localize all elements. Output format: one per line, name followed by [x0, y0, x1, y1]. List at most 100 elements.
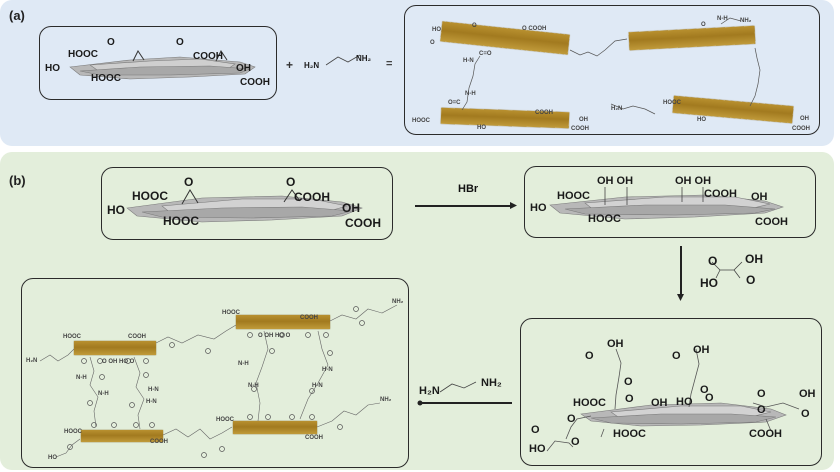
go-label-cooh-1: COOH — [193, 51, 223, 62]
product-label-nh-2: N-H — [465, 91, 476, 97]
network-hooc-bl: HOOC — [64, 429, 82, 435]
network-sheet-tl — [74, 341, 156, 355]
rgo-hooc-2: HOOC — [588, 213, 621, 225]
eda-left-amine: H₂N — [304, 61, 320, 70]
b-graphene-oxide-sheet — [126, 189, 363, 223]
ester-o-link-2: O — [705, 392, 714, 404]
b-go-epoxy-1: O — [184, 175, 194, 189]
network-hooc-tr: HOOC — [222, 310, 240, 316]
product-label-cooh-bl: COOH — [535, 110, 553, 116]
go-label-hooc-1: HOOC — [68, 49, 98, 60]
panel-b: (b) HOOC O O COOH HO OH HOOC COOH HBr — [0, 152, 834, 470]
network-nh2-tr: NH₂ — [392, 299, 404, 305]
equals-sign: = — [386, 58, 393, 70]
network-nh2-br: NH₂ — [380, 397, 392, 403]
graphene-oxide-sheet — [69, 50, 256, 80]
ester-o-mid-1: O — [624, 376, 633, 388]
arrow-hbr-head-icon — [510, 202, 517, 209]
graphene-oxide-box: HOOC O O COOH HO OH HOOC COOH — [39, 26, 277, 100]
network-nh-5: N-H — [238, 361, 249, 367]
panel-a-label: (a) — [9, 8, 25, 23]
b-go-hooc-2: HOOC — [163, 214, 199, 228]
product-label-nh-tr: N-H — [717, 16, 728, 22]
go-label-ho: HO — [45, 63, 60, 74]
rgo-oh-oh-1: OH OH — [597, 175, 634, 187]
oxalic-acid-bonds — [711, 261, 743, 279]
ester-oh-top-2: OH — [693, 344, 710, 356]
crosslink-bonds — [461, 17, 761, 115]
product-label-nh-1: H-N — [463, 58, 474, 64]
network-sheet-tr — [236, 315, 330, 329]
ester-o-link-1: O — [625, 393, 634, 405]
b-eda-right-amine: NH₂ — [481, 377, 502, 389]
product-label-co-2: O=C — [448, 100, 461, 106]
ester-o-left-1: O — [567, 413, 576, 425]
network-nh-2: H-N — [148, 387, 159, 393]
network-bonds — [39, 304, 398, 458]
ester-o-left-2: O — [531, 424, 540, 436]
arrow-hbr — [415, 205, 513, 207]
network-sheet-bl — [81, 430, 163, 442]
b-go-oh: OH — [342, 201, 360, 215]
ester-o-right-1: O — [757, 388, 766, 400]
eda-right-amine: NH₂ — [356, 54, 372, 63]
product-label-cooh-bl2: COOH — [571, 126, 589, 132]
ester-o-left-3: O — [571, 436, 580, 448]
network-nh-6: H-N — [322, 367, 333, 373]
network-oh-ho-2: O OH HO O — [258, 333, 291, 339]
b-eda-left-amine: H₂N — [419, 385, 440, 397]
oxalic-oh-1: OH — [745, 252, 763, 266]
network-nh-8: H-N — [312, 383, 323, 389]
plus-sign: + — [286, 58, 294, 72]
network-cooh-bl: COOH — [150, 439, 168, 445]
product-label-ho-br: HO — [697, 117, 706, 123]
rgo-ho: HO — [530, 202, 547, 214]
product-label-h2n: H₂N — [611, 106, 623, 112]
rgo-cooh-2: COOH — [755, 216, 788, 228]
b-eda-chain — [439, 381, 477, 393]
arrow-oxalic — [680, 246, 682, 296]
ethylenediamine-chain — [325, 54, 361, 66]
go-label-epoxy-1: O — [107, 37, 115, 48]
oxalic-ho-2: HO — [700, 276, 718, 290]
rgo-cooh-1: COOH — [704, 188, 737, 200]
product-label-ho: HO — [432, 27, 441, 33]
network-sheet-br — [233, 421, 317, 434]
product-label-hooc-br: HOOC — [663, 100, 681, 106]
arrow-eda — [420, 402, 512, 404]
reduced-graphene-oxide-sheet — [549, 187, 784, 220]
product-label-cooh-br: COOH — [792, 126, 810, 132]
network-nh-1: N-H — [76, 375, 87, 381]
ester-ho-center: HO — [676, 396, 693, 408]
product-label-co-1: C=O — [479, 51, 492, 57]
oxalic-o-1: O — [708, 254, 718, 268]
go-label-oh: OH — [236, 63, 251, 74]
network-nh-7: N-H — [248, 383, 259, 389]
arrow-eda-head-icon — [417, 400, 423, 406]
ester-o-mid-2: O — [700, 384, 709, 396]
product-label-o-1: O — [472, 23, 477, 29]
crosslinked-network-box: H₂N HOOC COOH HOOC COOH NH₂ O OH HO O O … — [21, 278, 409, 468]
crosslinked-product-box: HO O O COOH O H-N C=O N-H O=C HOOC COOH … — [404, 5, 820, 135]
ester-hooc-1: HOOC — [573, 397, 606, 409]
ester-o-right-2: O — [757, 404, 766, 416]
b-go-epoxy-2: O — [286, 175, 296, 189]
go-label-hooc-2: HOOC — [91, 73, 121, 84]
product-label-hooc-bl: HOOC — [412, 118, 430, 124]
ester-ho-left: HO — [529, 443, 546, 455]
network-hooc-br: HOOC — [216, 417, 234, 423]
go-label-cooh-2: COOH — [240, 77, 270, 88]
reduced-graphene-oxide-box: HO HOOC OH OH OH OH COOH OH HOOC COOH — [524, 166, 816, 238]
arrow-oxalic-head-icon — [677, 294, 684, 301]
product-label-oh-bl: OH — [579, 117, 588, 123]
go-label-epoxy-2: O — [176, 37, 184, 48]
ester-o-top-2: O — [672, 350, 681, 362]
panel-a: (a) HOOC O O COOH HO OH HOOC COOH + H₂N … — [0, 0, 834, 146]
b-graphene-oxide-box: HOOC O O COOH HO OH HOOC COOH — [101, 167, 393, 240]
product-label-oh-br: OH — [800, 116, 809, 122]
ester-oh-center: OH — [651, 397, 668, 409]
ester-o-top-1: O — [585, 350, 594, 362]
ester-o-right-3: O — [801, 408, 810, 420]
network-nh-4: H-N — [146, 399, 157, 405]
b-go-ho: HO — [107, 203, 125, 217]
